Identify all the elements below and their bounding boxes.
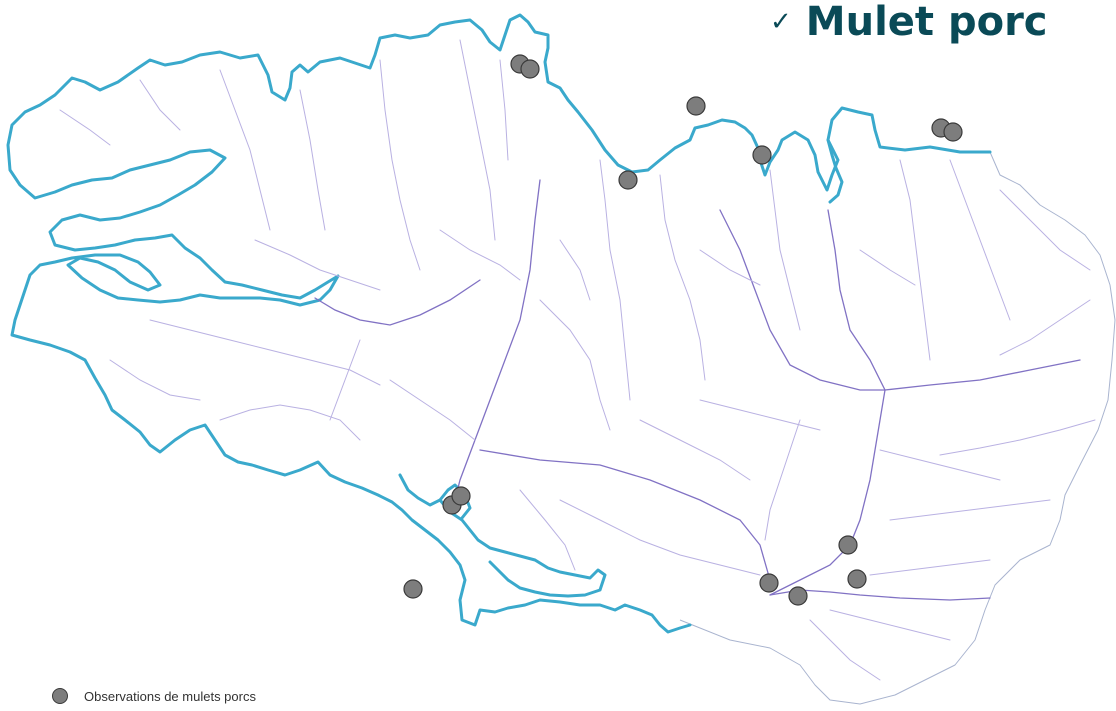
river-ille [884, 359, 1081, 391]
river-aulne [314, 279, 481, 326]
observation-marker [838, 535, 858, 555]
checkmark-icon: ✓ [770, 7, 792, 37]
observation-marker [451, 486, 471, 506]
river-rance-upstream [719, 209, 886, 391]
observation-marker [752, 145, 772, 165]
river-oust [479, 449, 771, 581]
secondary-rivers [59, 39, 1096, 681]
inland-border [679, 151, 1116, 705]
morbihan-gulf-coast [438, 498, 607, 598]
observation-marker [520, 59, 540, 79]
grey-circle-marker-icon [52, 688, 68, 704]
slide-title: ✓ Mulet porc [770, 0, 1048, 44]
observation-marker [759, 573, 779, 593]
river-blavet [454, 179, 541, 501]
coastline [6, 13, 992, 634]
observation-marker [943, 122, 963, 142]
map-legend: Observations de mulets porcs [52, 688, 256, 704]
legend-label: Observations de mulets porcs [84, 688, 256, 704]
river-vilaine [769, 209, 886, 596]
observation-marker [788, 586, 808, 606]
title-text: Mulet porc [805, 0, 1048, 45]
observation-markers [403, 54, 963, 606]
observation-marker [686, 96, 706, 116]
rance-estuary-coast [826, 138, 844, 204]
observation-marker [618, 170, 638, 190]
observation-marker [847, 569, 867, 589]
observation-marker [403, 579, 423, 599]
